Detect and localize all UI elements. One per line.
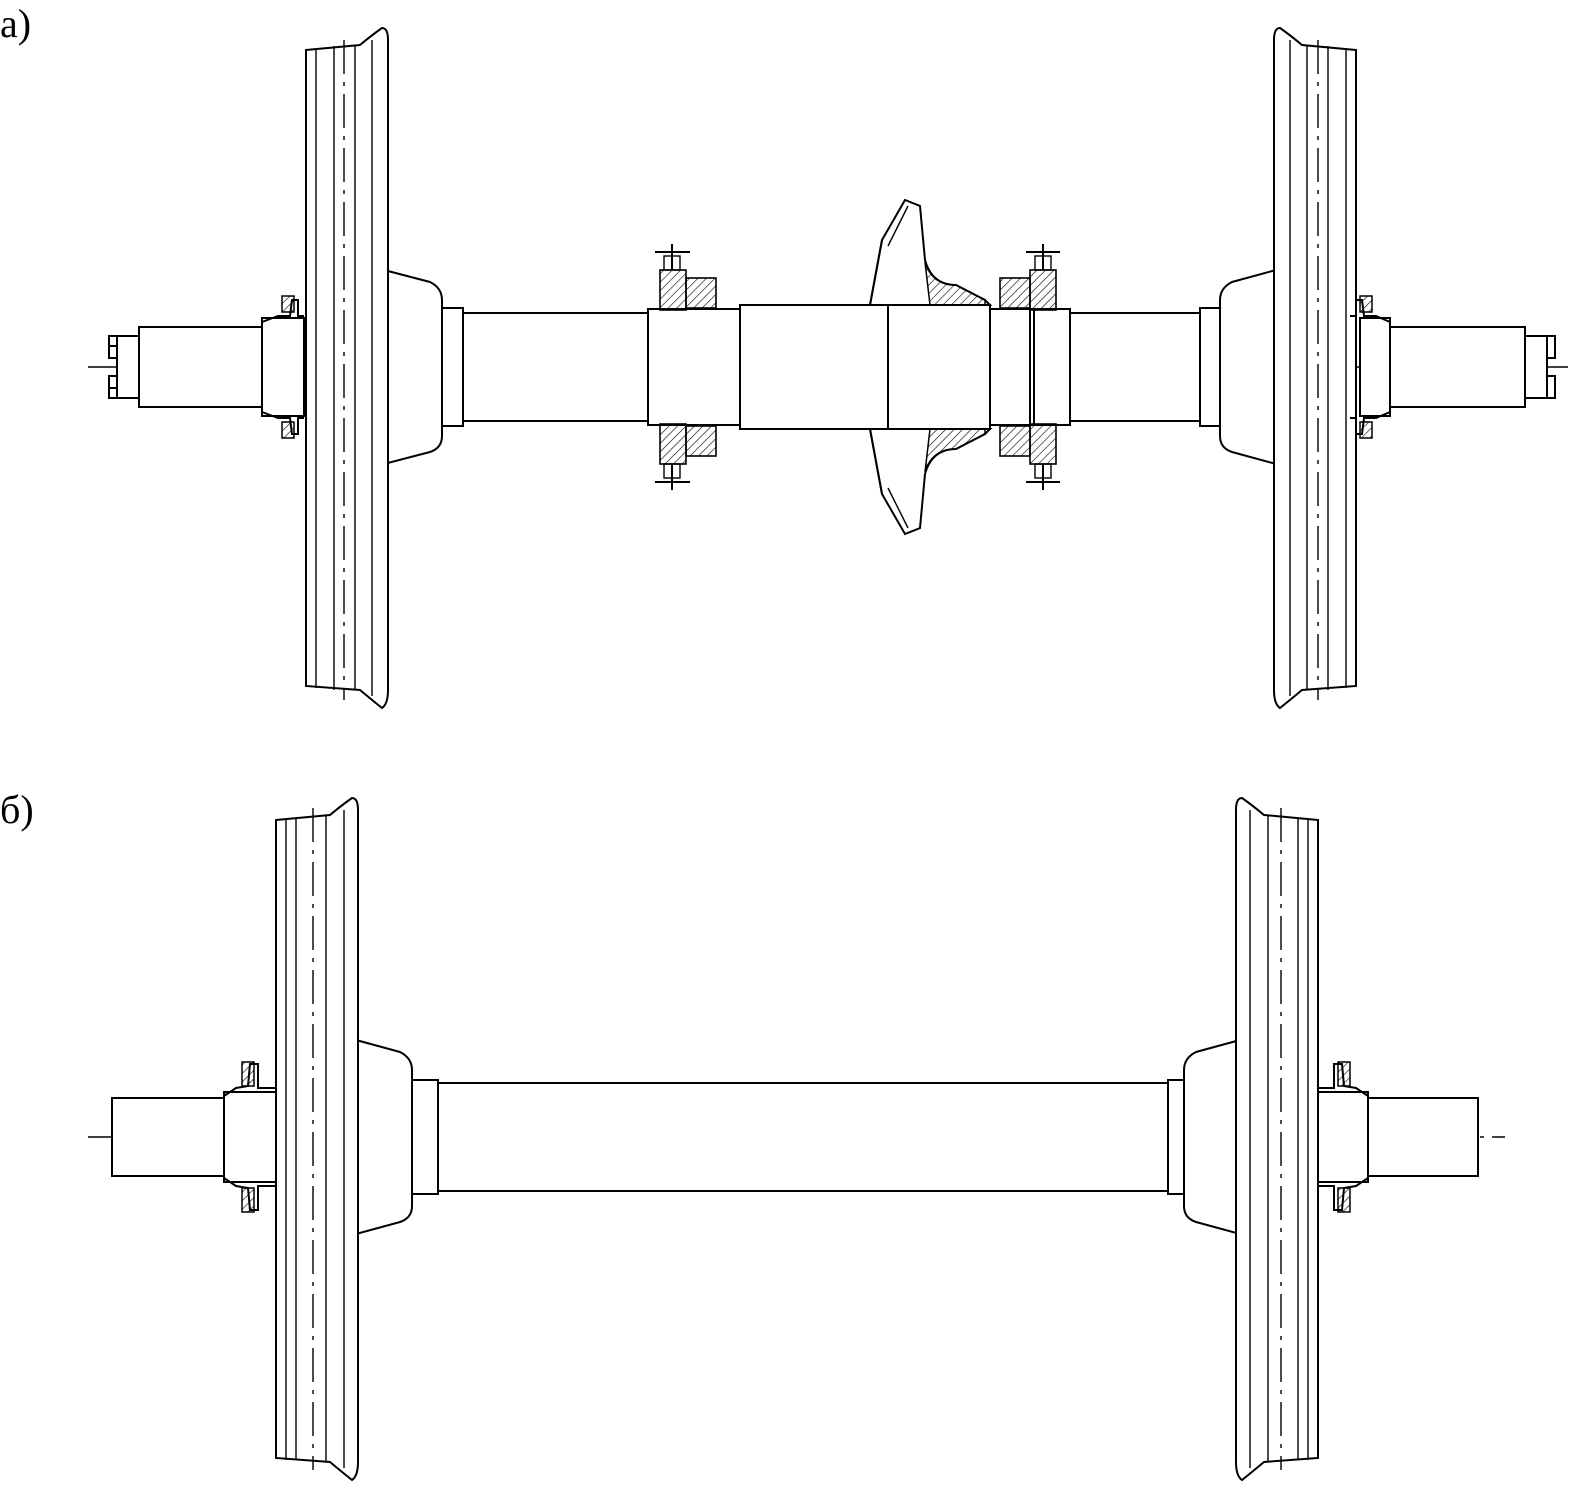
gear-hub-sleeve-a — [647, 308, 741, 426]
axle-body-a — [462, 312, 649, 422]
axle-body-b — [437, 1082, 1169, 1192]
axle-b — [111, 1079, 1479, 1195]
bearing-assembly-right-a — [999, 244, 1060, 490]
axle-journal-left-a — [138, 326, 263, 408]
wheel-hub-left-b — [355, 1038, 413, 1236]
panel-label-b: б) — [0, 787, 34, 832]
seal-left-a — [261, 295, 304, 439]
wheel-hub-right-a — [1219, 268, 1277, 466]
seal-left-b — [223, 1061, 276, 1213]
wheel-left-b — [275, 796, 359, 1482]
axle-journal-left-b — [111, 1097, 225, 1177]
wheel-right-a — [1273, 26, 1357, 710]
wheel-right-b — [1235, 796, 1319, 1482]
wheel-hub-left-a — [383, 268, 443, 466]
wheelset-standard-drawing — [88, 796, 1505, 1482]
axle-journal-right-a — [1389, 326, 1526, 408]
wheelset-drive-drawing — [88, 26, 1568, 710]
bearing-assembly-left-a — [655, 244, 717, 490]
wheel-left-a — [305, 26, 389, 710]
axle-nut-left-a — [116, 335, 140, 399]
seal-right-b — [1318, 1061, 1369, 1213]
bevel-gear-a — [868, 198, 993, 536]
axle-nut-right-a — [1524, 335, 1548, 399]
wheel-hub-right-b — [1183, 1038, 1241, 1236]
panel-label-a: а) — [0, 1, 32, 46]
seal-right-a — [1350, 295, 1391, 439]
axle-journal-right-b — [1367, 1097, 1479, 1177]
axle-a — [108, 304, 1556, 430]
